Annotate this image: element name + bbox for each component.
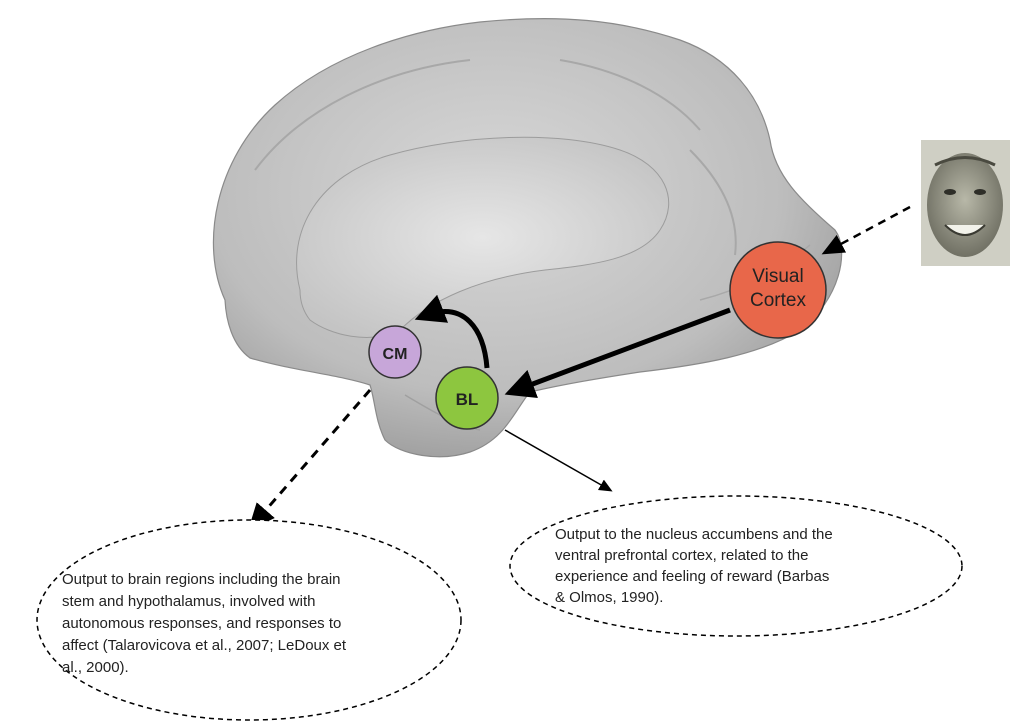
reward-note-line-2: ventral prefrontal cortex, related to th… <box>555 547 808 564</box>
reward-note-ellipse <box>510 496 962 636</box>
autonomic-note-line-1: Output to brain regions including the br… <box>62 571 341 588</box>
bl-to-reward-output-arrow <box>505 430 610 490</box>
brain-medial-view-icon <box>213 19 841 457</box>
visual-cortex-label-line1: Visual <box>752 266 803 287</box>
cm-node: CM <box>369 326 421 378</box>
bl-node: BL <box>436 367 498 429</box>
visual-cortex-label-line2: Cortex <box>750 290 806 311</box>
cm-to-autonomic-output-arrow <box>252 390 370 526</box>
reward-note-line-4: & Olmos, 1990). <box>555 589 663 606</box>
bl-label: BL <box>456 390 479 409</box>
visual-cortex-node: Visual Cortex <box>730 242 826 338</box>
autonomic-note-line-3: autonomous responses, and responses to <box>62 615 341 632</box>
reward-note-line-1: Output to the nucleus accumbens and the <box>555 526 833 543</box>
autonomic-note-line-4: affect (Talarovicova et al., 2007; LeDou… <box>62 637 347 654</box>
autonomic-note-line-5: al., 2000). <box>62 659 129 676</box>
reward-output-note: Output to the nucleus accumbens and the … <box>510 496 962 636</box>
autonomic-note-line-2: stem and hypothalamus, involved with <box>62 593 315 610</box>
cm-label: CM <box>383 346 408 363</box>
autonomic-output-note: Output to brain regions including the br… <box>37 520 461 720</box>
smiling-face-photo-icon <box>921 140 1010 266</box>
reward-note-line-3: experience and feeling of reward (Barbas <box>555 568 829 585</box>
